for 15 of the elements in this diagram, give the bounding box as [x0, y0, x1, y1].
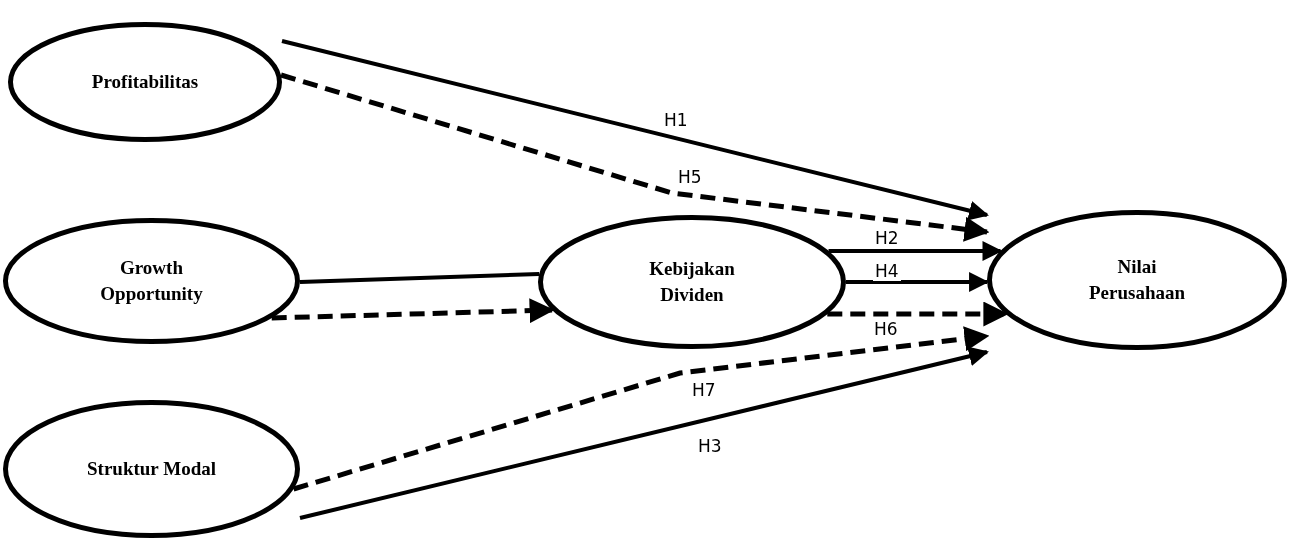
arrow [828, 241, 1003, 261]
arrow [846, 272, 990, 292]
arrow [299, 346, 989, 520]
arrow [280, 72, 990, 242]
construct-label: Kebijakan Dividen [648, 257, 736, 307]
arrow [292, 326, 990, 492]
arrow [281, 39, 989, 221]
arrow [271, 298, 555, 324]
construct-label: Nilai Perusahaan [1087, 255, 1187, 305]
edge-label: H4 [873, 262, 901, 281]
connector-line [299, 272, 540, 284]
construct-label: Profitabilitas [91, 70, 199, 95]
construct-label: Struktur Modal [87, 457, 216, 482]
construct-label: Growth Opportunity [99, 256, 204, 306]
arrow [827, 301, 1009, 327]
